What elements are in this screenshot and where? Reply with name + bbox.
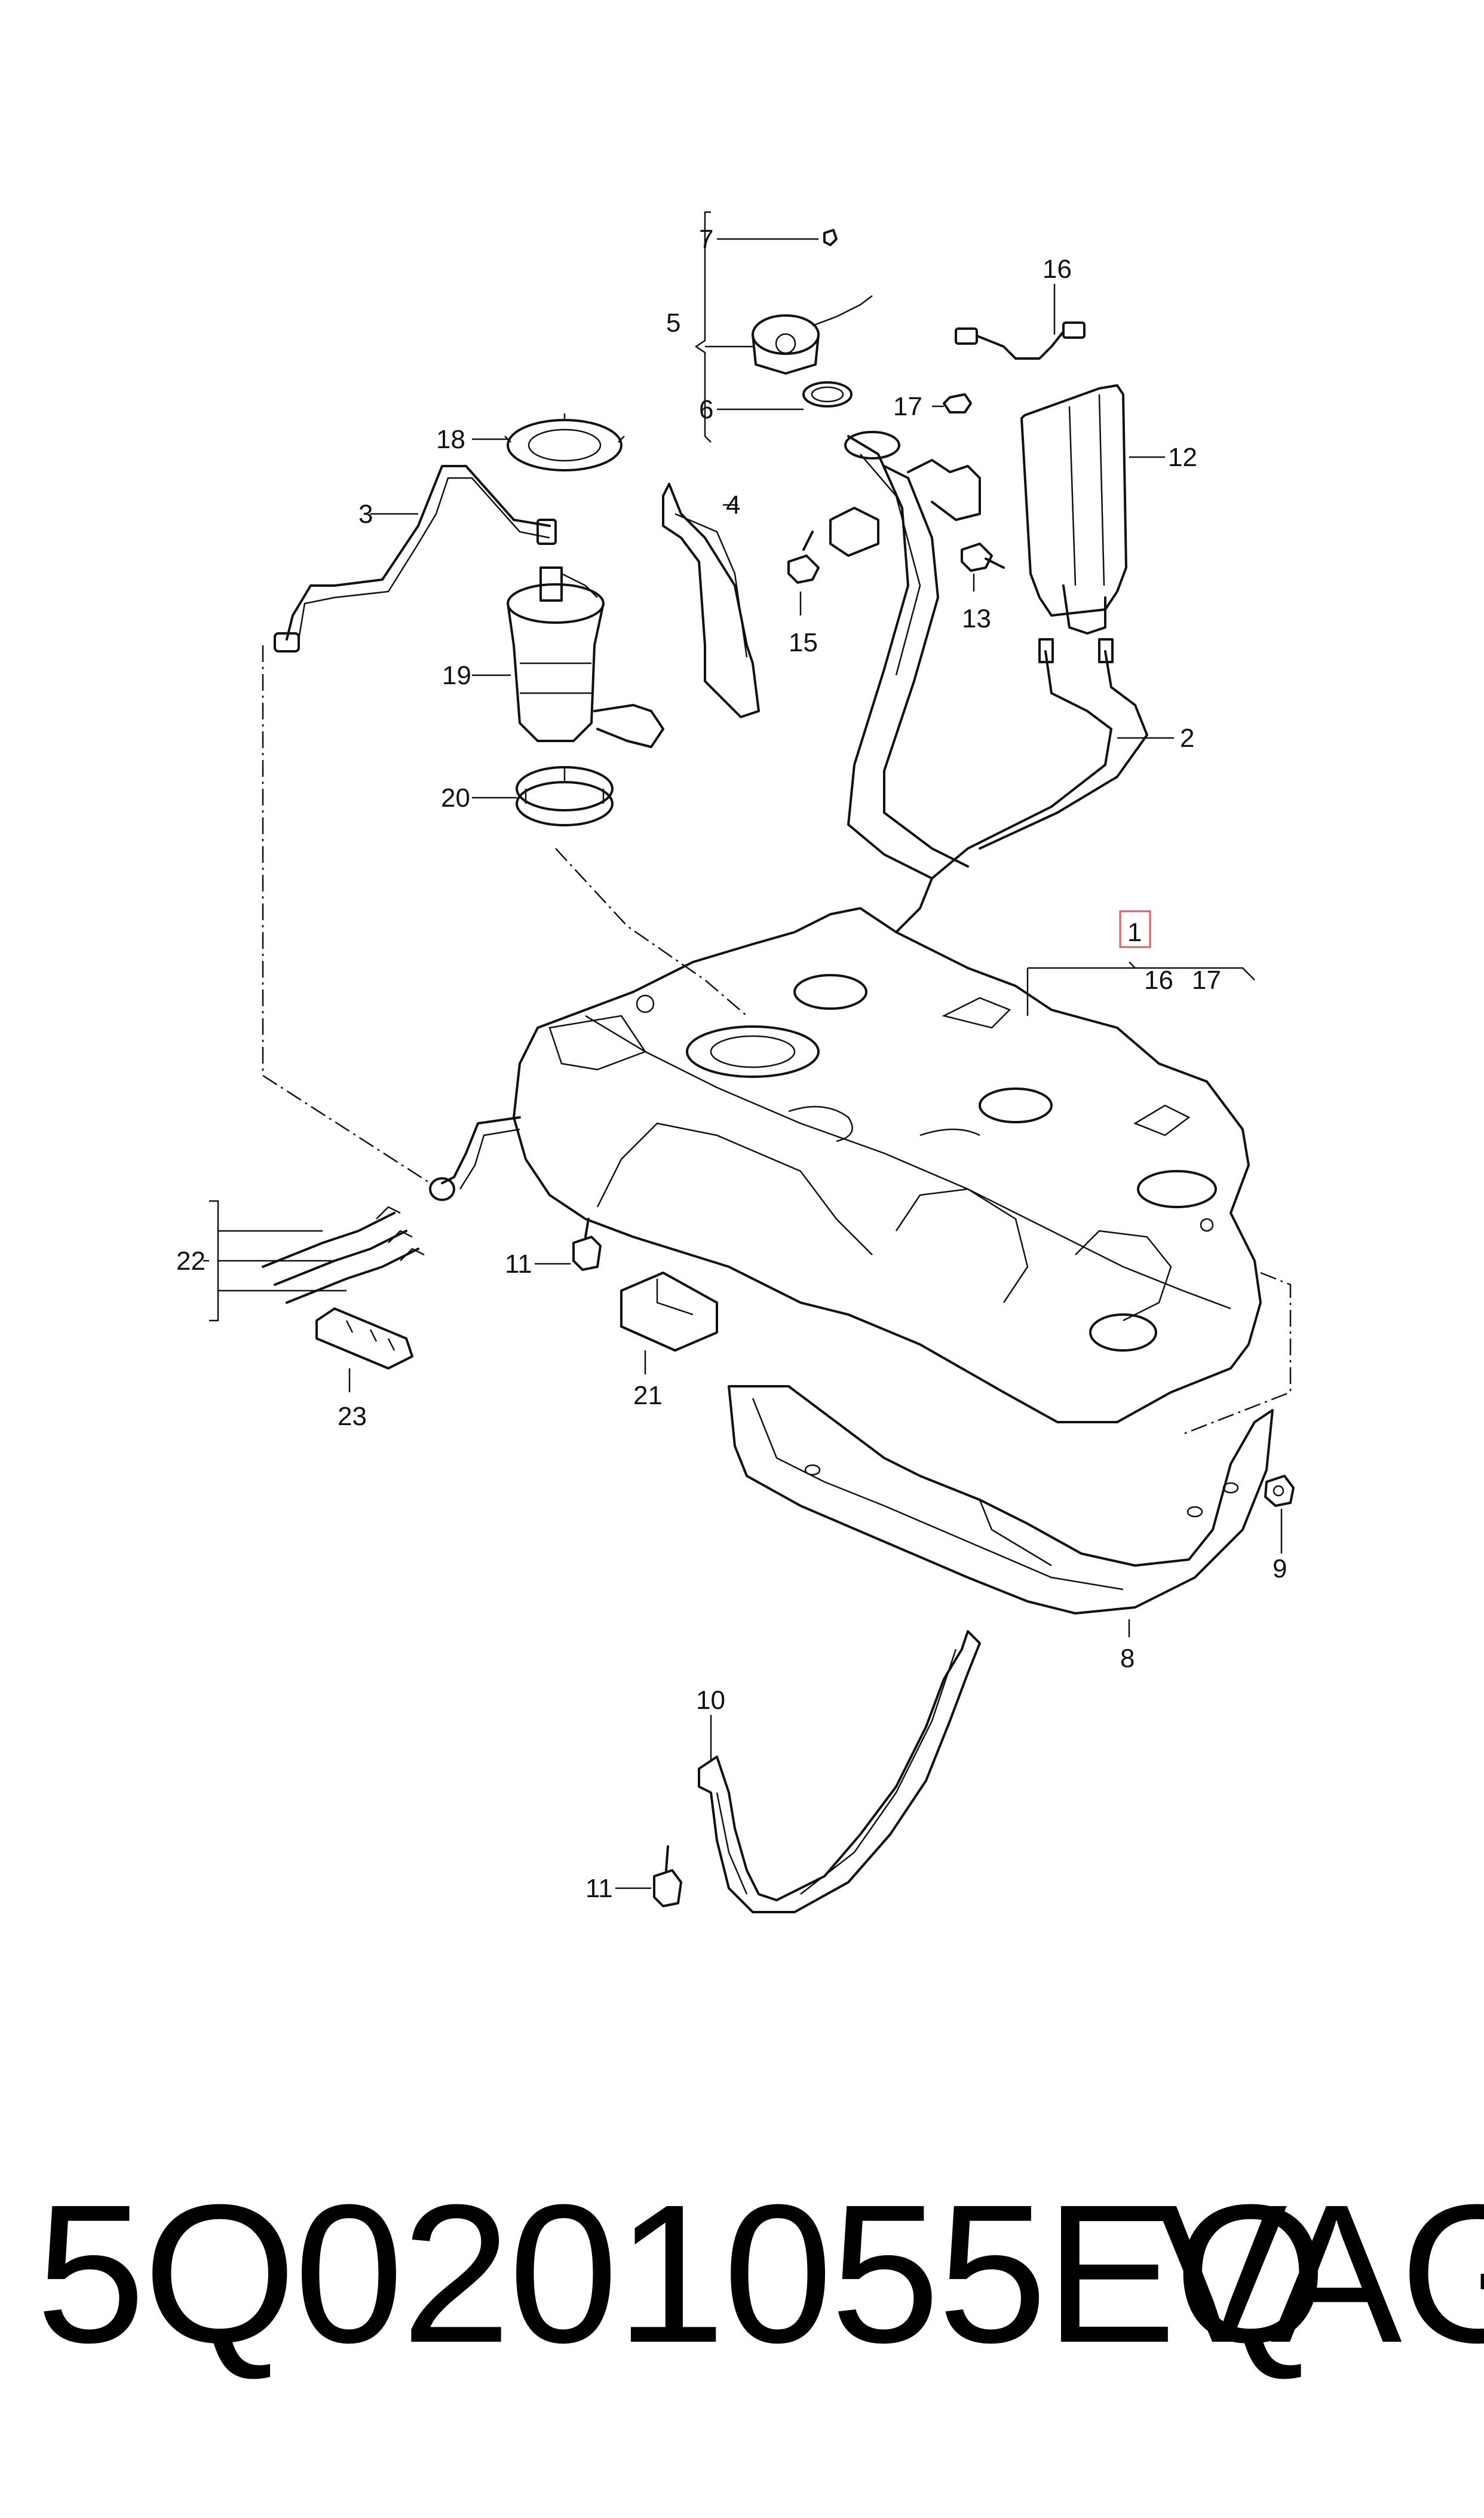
tether-screw bbox=[823, 229, 838, 246]
callout-5: 5 bbox=[666, 308, 680, 338]
clip bbox=[315, 1307, 413, 1370]
callout-2: 2 bbox=[1180, 724, 1194, 753]
fuel-line bbox=[274, 465, 557, 653]
fuel-tank bbox=[513, 907, 1262, 1423]
callout-16-top: 16 bbox=[1043, 255, 1072, 284]
callout-22: 22 bbox=[176, 1246, 206, 1276]
assembly-line-fuel-line bbox=[262, 645, 431, 1184]
bolt-11-lower bbox=[653, 1845, 682, 1907]
callout-12: 12 bbox=[1168, 443, 1197, 472]
callout-3: 3 bbox=[358, 500, 373, 529]
callout-17-top: 17 bbox=[893, 392, 922, 421]
callout-1: 1 bbox=[1127, 918, 1142, 947]
bracket bbox=[662, 483, 760, 718]
heat-shield bbox=[728, 1385, 1274, 1615]
bolt-13 bbox=[961, 543, 1005, 572]
nut-9 bbox=[1264, 1475, 1295, 1507]
wiring-harness bbox=[955, 321, 1086, 360]
callout-7: 7 bbox=[699, 225, 713, 254]
brand-label: VAG bbox=[1156, 2163, 1484, 2384]
callout-13: 13 bbox=[962, 604, 991, 633]
callout-15: 15 bbox=[789, 628, 818, 657]
callout-8: 8 bbox=[1120, 1644, 1135, 1673]
bolt-11-upper bbox=[572, 1218, 602, 1271]
callout-4: 4 bbox=[726, 491, 740, 520]
nut bbox=[943, 393, 972, 413]
hoses bbox=[262, 1206, 425, 1304]
vent-lines bbox=[931, 638, 1148, 880]
callout-21: 21 bbox=[633, 1381, 663, 1410]
assembly-line-shield bbox=[1182, 1272, 1292, 1435]
callout-16-tank: 16 bbox=[1144, 966, 1173, 995]
leader-lines bbox=[203, 211, 1283, 1889]
callout-20: 20 bbox=[441, 783, 470, 813]
connector bbox=[620, 1272, 718, 1352]
lower-fuel-line bbox=[429, 1116, 521, 1201]
carbon-canister bbox=[1020, 384, 1127, 635]
callout-10: 10 bbox=[696, 1686, 725, 1715]
callout-6: 6 bbox=[699, 395, 713, 424]
locking-ring bbox=[516, 766, 614, 826]
callout-19: 19 bbox=[442, 661, 471, 690]
filler-gasket bbox=[802, 381, 853, 408]
highlight-box bbox=[1119, 910, 1151, 948]
callout-18: 18 bbox=[436, 425, 465, 454]
tension-strap bbox=[698, 1630, 981, 1913]
filler-cap bbox=[752, 295, 873, 375]
fuel-pump-module bbox=[507, 566, 664, 748]
assembly-line-pump bbox=[555, 848, 747, 1016]
filler-neck-pipe bbox=[829, 431, 981, 933]
callout-23: 23 bbox=[338, 1402, 367, 1431]
callout-11-lower: 11 bbox=[585, 1874, 613, 1903]
callout-9: 9 bbox=[1273, 1554, 1287, 1583]
part-number-label: 5Q0201055EQ bbox=[36, 2163, 1327, 2384]
callout-17-tank: 17 bbox=[1192, 966, 1221, 995]
bolt-15 bbox=[787, 531, 820, 584]
sealing-ring bbox=[504, 413, 625, 471]
callout-labels: 1 2 3 4 5 6 7 8 9 10 11 11 12 13 15 16 1… bbox=[176, 225, 1287, 1903]
callout-11-upper: 11 bbox=[505, 1249, 532, 1279]
